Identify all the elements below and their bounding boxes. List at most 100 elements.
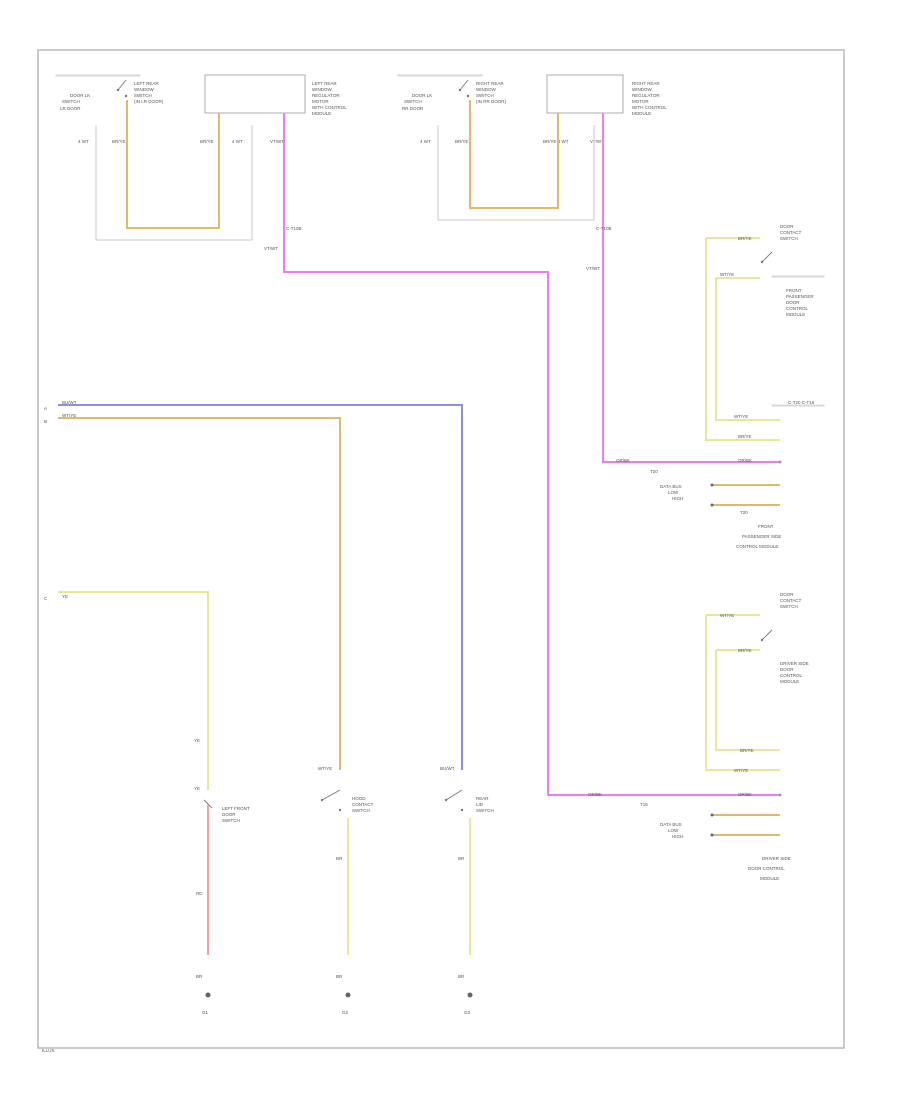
sw3-ground-wire: BR [458, 856, 465, 861]
corner-note: ILLUS [42, 1048, 55, 1053]
dr-sensor-label-2: CONTACT [780, 598, 802, 603]
sw2-ground-wire-2: BR [336, 974, 343, 979]
rr-data-label: VT/WT [586, 266, 600, 271]
lr-data-label: VT/WT [264, 246, 278, 251]
rr-module-box [546, 74, 624, 114]
lr-module-label-4: MOTOR [312, 99, 329, 104]
rr-module-label-5: WITH CONTROL [632, 105, 667, 110]
dr-module-label-4: MODULE [780, 679, 799, 684]
dr-sensor-label-1: DOOR [780, 592, 794, 597]
ground-3-icon [467, 992, 473, 998]
ps-conn-label-2: LOW [668, 490, 679, 495]
lr-switch-side-2: WINDOW [134, 87, 154, 92]
sw3-label-1: REAR [476, 796, 489, 801]
rr-switch-side-3: SWITCH [476, 93, 494, 98]
sw3-label-3: SWITCH [476, 808, 494, 813]
ps-module-label-1: FRONT [786, 288, 802, 293]
lr-module-label-6: MODULE [312, 111, 331, 116]
sw1-label-3: SWITCH [222, 818, 240, 823]
ground-2-icon [345, 992, 351, 998]
sw3-label-2: LID [476, 802, 484, 807]
lr-switch-label-1: DOOR LK [70, 93, 90, 98]
rr-switch-side-4: (IN RR DOOR) [476, 99, 506, 104]
ps-footer-1: FRONT [758, 524, 774, 529]
ps-footer-2: PASSENGER SIDE [742, 534, 781, 539]
dr-wire-2: BR/YE [738, 648, 752, 653]
dr-conn-label-3: HIGH [672, 834, 683, 839]
sw1-pin-label: YE [194, 786, 200, 791]
rr-pin-a: 4 WT [420, 139, 431, 144]
rr-module-label-3: REGULATOR [632, 93, 660, 98]
rr-pin-c: BR/YE 4 WT [543, 139, 569, 144]
rr-module-label-6: MODULE [632, 111, 651, 116]
sw2-label-2: CONTACT [352, 802, 374, 807]
sw1-ground-wire: BR [196, 974, 203, 979]
ps-sensor-label-3: SWITCH [780, 236, 798, 241]
rr-switch-side-1: RIGHT REAR [476, 81, 504, 86]
bus-ref-a: A [44, 406, 47, 411]
dr-module-label-1: DRIVER SIDE [780, 661, 809, 666]
ground-3-label: G3 [464, 1010, 471, 1015]
lr-module-label-1: LEFT REAR [312, 81, 337, 86]
ps-module-label-2: PASSENGER [786, 294, 814, 299]
ground-2-label: G2 [342, 1010, 349, 1015]
ps-data-wire-label: OR/BK [616, 458, 630, 463]
passenger-module-group: BR/YE WT/YE WT/YE BR/YE DOOR CONTACT SWI… [616, 224, 825, 549]
lr-module-box [204, 74, 306, 114]
ps-footer-3: CONTROL MODULE [736, 544, 778, 549]
dr-footer-1: DRIVER SIDE [762, 856, 791, 861]
rr-module-label-2: WINDOW [632, 87, 652, 92]
ps-module-label-5: MODULE [786, 312, 805, 317]
lr-module-label-2: WINDOW [312, 87, 332, 92]
diagram-border [37, 49, 845, 1049]
ps-conn-label-3: HIGH [672, 496, 683, 501]
ground-1-icon [205, 992, 211, 998]
dr-module-label-2: DOOR [780, 667, 794, 672]
lr-pin-c: BR/YE [200, 139, 214, 144]
rr-switch-label-3: RR DOOR [402, 106, 424, 111]
lr-switch-side-3: SWITCH [134, 93, 152, 98]
sw1-label-1: LEFT FRONT [222, 806, 250, 811]
sw3-ground-wire-2: BR [458, 974, 465, 979]
dr-sensor-label-3: SWITCH [780, 604, 798, 609]
ps-wire-2: WT/YE [720, 272, 734, 277]
ps-data-pin: T20 [650, 469, 658, 474]
sw1-wire-label: RD [196, 891, 203, 896]
sw2-label-3: SWITCH [352, 808, 370, 813]
rr-module-label-1: RIGHT REAR [632, 81, 660, 86]
ps-module-ref: C-T20 C-T16 [788, 400, 815, 405]
ground-1-label: G1 [202, 1010, 209, 1015]
input-bus-group: BU/WT WT/YE A B YE C YE YE LEFT FRONT DO… [44, 400, 494, 1015]
lr-switch-side-4: (IN LR DOOR) [134, 99, 164, 104]
dr-data-pin: T16 [640, 802, 648, 807]
ps-sensor-label-1: DOOR [780, 224, 794, 229]
bus-ref-c: C [44, 596, 48, 601]
lr-switch-label-2: SWITCH [62, 99, 80, 104]
dr-footer-2: DOOR CONTROL [748, 866, 785, 871]
yellow-wire-label: YE [62, 594, 68, 599]
lr-pin-d: 4 WT [232, 139, 243, 144]
lr-switch-label-3: LR DOOR [60, 106, 81, 111]
ps-module-label-4: CONTROL [786, 306, 808, 311]
ps-data-wire-label-2: OR/BK [738, 458, 752, 463]
dr-wire-3: BR/YE [740, 748, 754, 753]
rr-connector-label: C-T10B [596, 226, 612, 231]
dr-wire-1: WT/YE [720, 613, 734, 618]
dr-data-wire-label: OR/BK [588, 792, 602, 797]
ps-module-label-3: DOOR [786, 300, 800, 305]
lr-module-label-5: WITH CONTROL [312, 105, 347, 110]
dr-wire-4: WT/YE [734, 768, 748, 773]
bus-ref-b: B [44, 419, 47, 424]
dr-data-wire-label-2: OR/BK [738, 792, 752, 797]
sw2-top-wire: WT/YE [318, 766, 332, 771]
sw2-label-1: HOOD [352, 796, 366, 801]
ps-wire-4: BR/YE [738, 434, 752, 439]
ps-conn-ref: T20 [740, 510, 748, 515]
rr-switch-label-2: SWITCH [404, 99, 422, 104]
rr-pin-b: BR/YE [455, 139, 469, 144]
rr-switch-label-1: DOOR LK [412, 93, 432, 98]
ps-sensor-label-2: CONTACT [780, 230, 802, 235]
bus-wire-label-2: WT/YE [62, 413, 76, 418]
sw1-top-label: YE [194, 738, 200, 743]
